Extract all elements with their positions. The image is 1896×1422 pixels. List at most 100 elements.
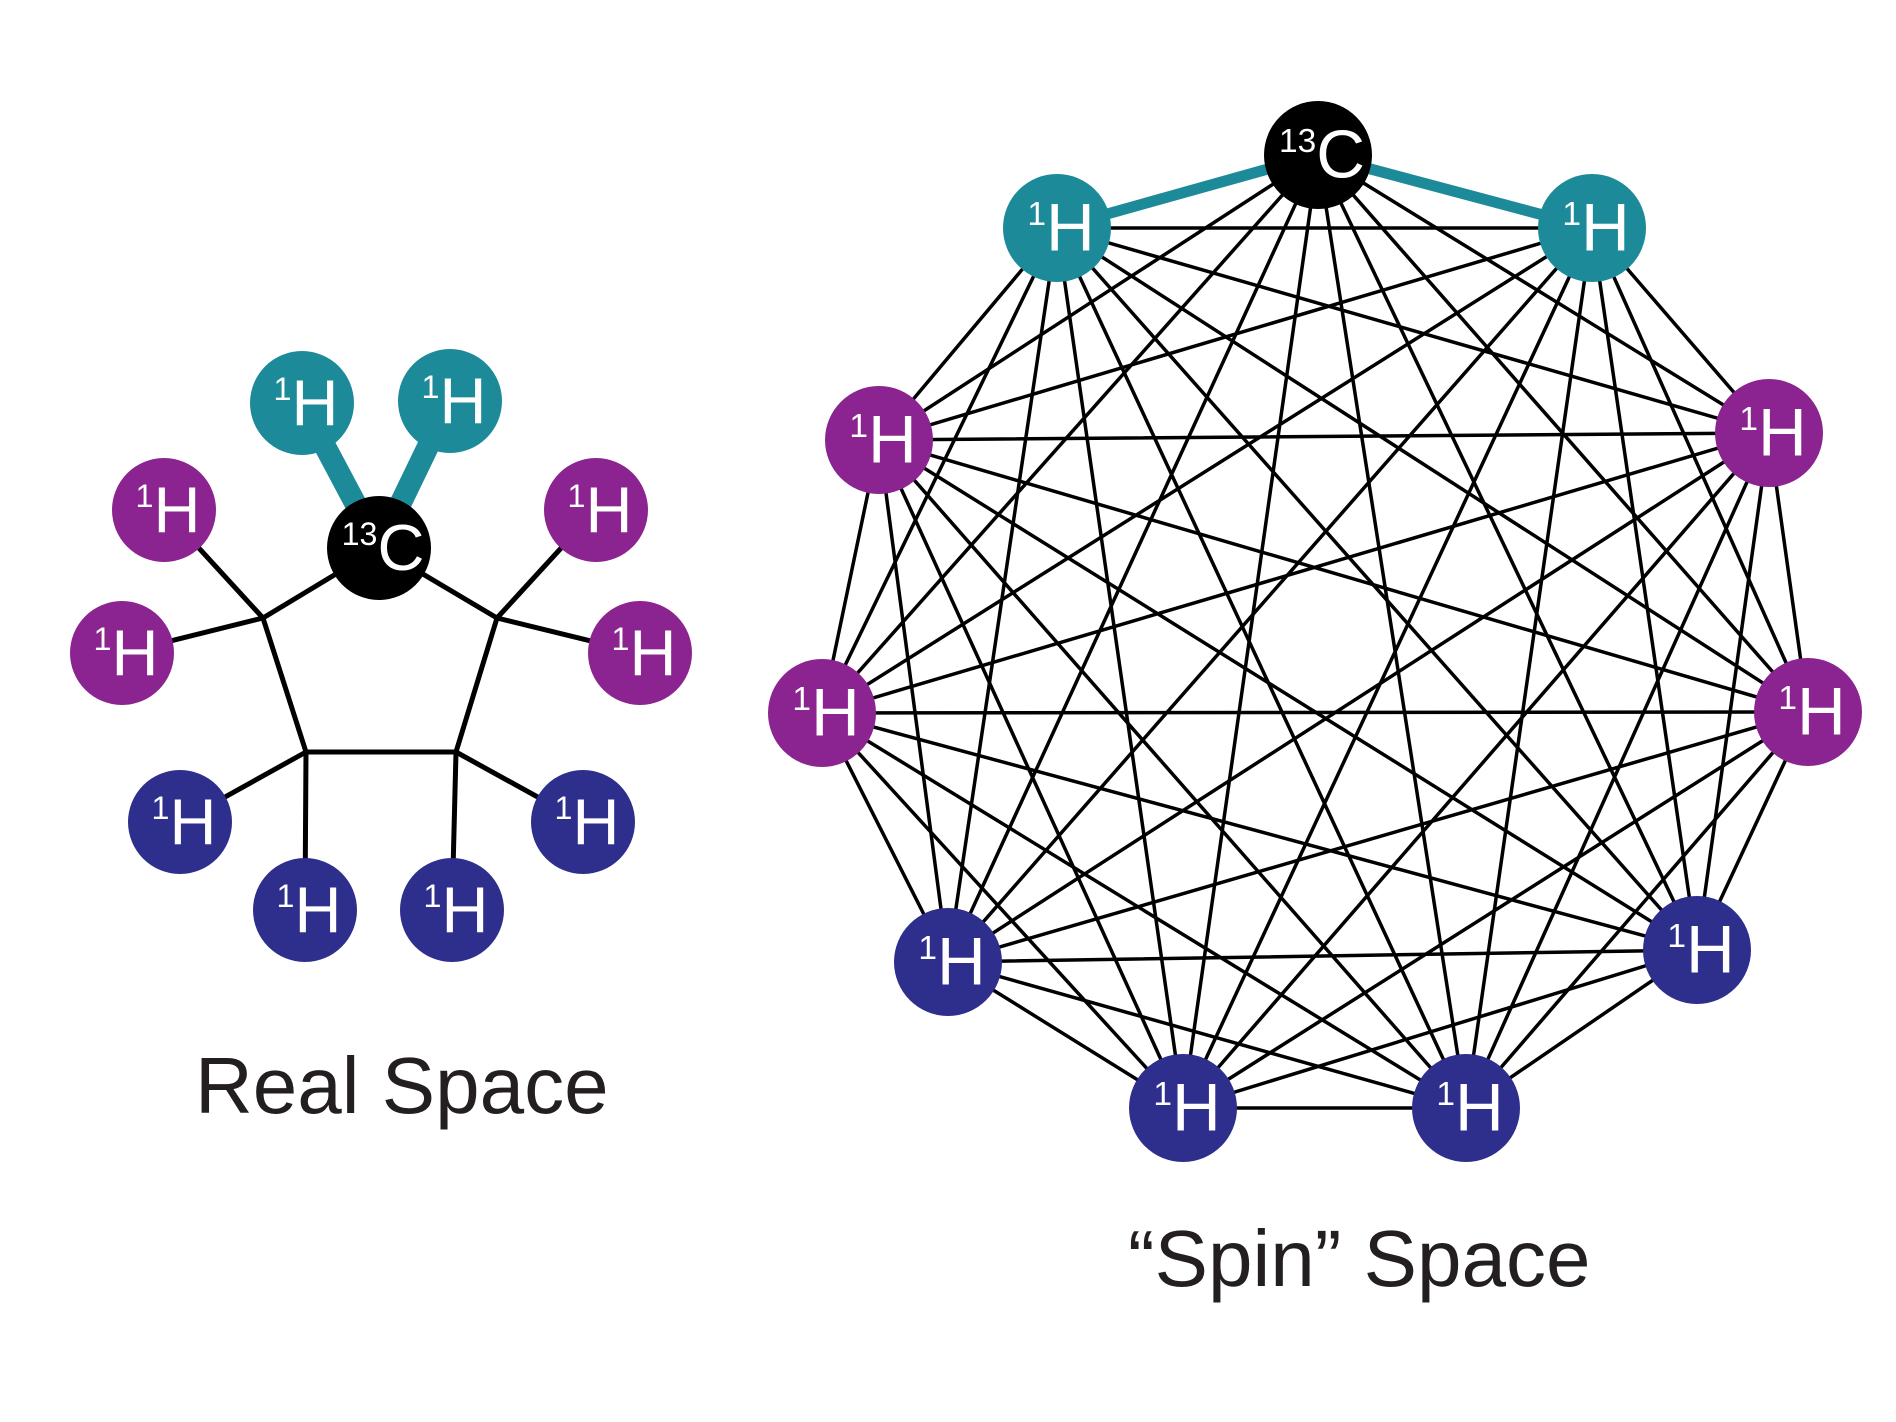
spin-coupling bbox=[877, 438, 1468, 1110]
real-atom-hb: 1H bbox=[398, 349, 502, 453]
real-space-caption: Real Space bbox=[195, 1041, 609, 1130]
spin-coupling bbox=[820, 711, 1699, 952]
spin-coupling bbox=[877, 431, 1771, 442]
spin-coupling bbox=[877, 438, 1699, 952]
atom-label: 13C bbox=[342, 511, 425, 584]
atom-circle bbox=[112, 458, 216, 562]
spin-coupling bbox=[1055, 226, 1771, 435]
real-atom-hf: 1H bbox=[588, 601, 692, 705]
atom-label: 1H bbox=[152, 785, 217, 858]
atom-circle bbox=[531, 770, 635, 874]
spin-coupling bbox=[1316, 153, 1468, 1110]
real-bond bbox=[260, 615, 309, 755]
atom-label: 1H bbox=[1739, 396, 1806, 471]
atom-label: 1H bbox=[849, 403, 916, 478]
atom-label: 1H bbox=[1667, 913, 1734, 988]
real-atom-c: 13C bbox=[327, 496, 431, 600]
spin-coupling bbox=[820, 431, 1771, 715]
spin-coupling bbox=[820, 153, 1320, 715]
spin-coupling bbox=[1316, 153, 1699, 952]
atom-circle bbox=[70, 601, 174, 705]
atom-circle bbox=[768, 659, 876, 767]
atom-label: 1H bbox=[1027, 191, 1094, 266]
atom-label: 1H bbox=[136, 473, 201, 546]
real-atom-ha: 1H bbox=[250, 351, 354, 455]
spin-coupling bbox=[1181, 226, 1594, 1110]
atom-circle bbox=[1129, 1054, 1237, 1162]
atom-label: 1H bbox=[274, 366, 339, 439]
spin-coupling bbox=[1055, 226, 1185, 1110]
atom-circle bbox=[1538, 174, 1646, 282]
atom-circle bbox=[1715, 379, 1823, 487]
atom-label: 1H bbox=[422, 364, 487, 437]
spin-coupling bbox=[1590, 226, 1699, 952]
spin-coupling bbox=[946, 960, 1468, 1110]
real-atom-hi: 1H bbox=[400, 858, 504, 962]
spin-coupling bbox=[1695, 431, 1771, 952]
spin-coupling bbox=[1464, 226, 1594, 1110]
atom-circle bbox=[250, 351, 354, 455]
spin-coupling bbox=[1055, 226, 1810, 714]
spin-coupling bbox=[1464, 710, 1810, 1110]
atom-label: 1H bbox=[555, 785, 620, 858]
atom-circle bbox=[894, 908, 1002, 1016]
atom-label: 1H bbox=[612, 616, 677, 689]
real-atom-hj: 1H bbox=[531, 770, 635, 874]
spin-coupling bbox=[946, 226, 1594, 964]
real-atom-he: 1H bbox=[70, 601, 174, 705]
spin-coupling bbox=[1181, 948, 1699, 1110]
spin-coupling bbox=[1181, 710, 1810, 1110]
spin-coupling bbox=[946, 226, 1059, 964]
atom-circle bbox=[825, 386, 933, 494]
real-atom-hc: 1H bbox=[112, 458, 216, 562]
atom-circle bbox=[253, 858, 357, 962]
atom-label: 1H bbox=[94, 616, 159, 689]
spin-coupling bbox=[877, 438, 950, 964]
real-atom-hd: 1H bbox=[544, 458, 648, 562]
spin-coupling bbox=[877, 153, 1320, 442]
real-atom-hg: 1H bbox=[128, 770, 232, 874]
atom-circle bbox=[588, 601, 692, 705]
spin-coupling bbox=[946, 710, 1810, 964]
spin-coupling bbox=[1590, 226, 1810, 714]
atom-circle bbox=[1643, 896, 1751, 1004]
spin-coupling bbox=[877, 226, 1594, 442]
atom-circle bbox=[1412, 1054, 1520, 1162]
atom-circle bbox=[398, 349, 502, 453]
spin-atom-h4: 1H bbox=[1715, 379, 1823, 487]
spin-space-caption: “Spin” Space bbox=[1128, 1214, 1591, 1303]
spin-coupling bbox=[1055, 226, 1468, 1110]
atom-label: 1H bbox=[1153, 1071, 1220, 1146]
spin-coupling bbox=[1181, 431, 1771, 1110]
real-bond bbox=[453, 615, 500, 755]
atom-circle bbox=[1003, 174, 1111, 282]
spin-coupling bbox=[946, 948, 1699, 964]
spin-coupling bbox=[877, 438, 1810, 714]
atom-label: 1H bbox=[277, 873, 342, 946]
atom-label: 1H bbox=[1562, 191, 1629, 266]
spin-coupling bbox=[820, 711, 1185, 1110]
atom-circle bbox=[327, 496, 431, 600]
atom-circle bbox=[128, 770, 232, 874]
spin-atom-h2: 1H bbox=[1538, 174, 1646, 282]
spin-coupling bbox=[1464, 431, 1771, 1110]
atom-label: 1H bbox=[424, 873, 489, 946]
atom-circle bbox=[1754, 658, 1862, 766]
spin-atom-h5: 1H bbox=[768, 659, 876, 767]
spin-atom-h3: 1H bbox=[825, 386, 933, 494]
atom-label: 1H bbox=[792, 676, 859, 751]
spin-coupling bbox=[1316, 153, 1771, 435]
spin-atom-h8: 1H bbox=[1643, 896, 1751, 1004]
spin-atom-h10: 1H bbox=[1412, 1054, 1520, 1162]
atom-circle bbox=[1264, 101, 1372, 209]
atom-label: 1H bbox=[1436, 1071, 1503, 1146]
spin-coupling bbox=[877, 438, 1185, 1110]
spin-coupling bbox=[820, 711, 1468, 1110]
atom-label: 1H bbox=[1778, 675, 1845, 750]
atom-circle bbox=[544, 458, 648, 562]
real-atom-hh: 1H bbox=[253, 858, 357, 962]
spin-atom-h7: 1H bbox=[894, 908, 1002, 1016]
spin-atom-c: 13C bbox=[1264, 101, 1372, 209]
